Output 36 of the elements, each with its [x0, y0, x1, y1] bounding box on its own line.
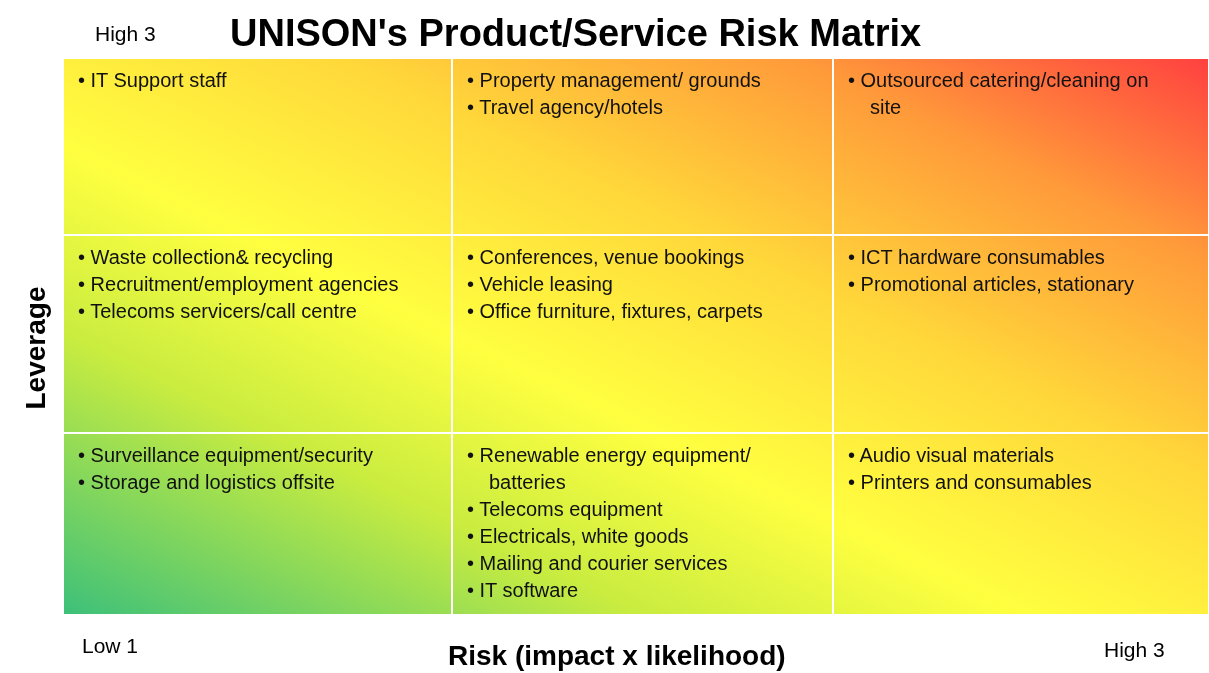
matrix-cell [833, 58, 1209, 235]
list-item: • Printers and consumables [848, 470, 1093, 495]
list-item: • Mailing and courier services [467, 551, 729, 576]
matrix-cell [63, 433, 452, 615]
y-axis-title: Leverage [20, 286, 52, 410]
axis-max-label: High 3 [1104, 638, 1165, 662]
matrix-cell [63, 58, 452, 235]
list-item: • Conferences, venue bookings [467, 245, 746, 270]
list-item: • Electricals, white goods [467, 524, 690, 549]
list-item: • Recruitment/employment agencies [78, 272, 400, 297]
list-item: • Promotional articles, stationary [848, 272, 1135, 297]
matrix-cell [452, 235, 833, 433]
list-item: • Waste collection& recycling [78, 245, 335, 270]
list-item: • ICT hardware consumables [848, 245, 1106, 270]
title: UNISON's Product/Service Risk Matrix [230, 12, 922, 55]
list-item: • Telecoms equipment [467, 497, 664, 522]
matrix-cell [833, 235, 1209, 433]
matrix-cell [63, 235, 452, 433]
list-item: • Travel agency/hotels [467, 95, 664, 120]
list-item: • Property management/ grounds [467, 68, 762, 93]
axis-min-label: Low 1 [82, 634, 139, 658]
list-item: • IT Support staff [78, 68, 228, 93]
list-item: • Vehicle leasing [467, 272, 614, 297]
axis-max-label: High 3 [95, 22, 156, 46]
matrix-cell [452, 58, 833, 235]
list-item: • Office furniture, fixtures, carpets [467, 299, 764, 324]
list-item: • Telecoms servicers/call centre [78, 299, 358, 324]
list-item: • Renewable energy equipment/ batteries [467, 443, 752, 495]
list-item: • Surveillance equipment/security [78, 443, 374, 468]
list-item: • Outsourced catering/cleaning on site [848, 68, 1150, 120]
list-item: • IT software [467, 578, 580, 603]
x-axis-title: Risk (impact x likelihood) [448, 640, 786, 672]
list-item: • Audio visual materials [848, 443, 1055, 468]
matrix-cell [452, 433, 833, 615]
list-item: • Storage and logistics offsite [78, 470, 336, 495]
matrix-cell [833, 433, 1209, 615]
